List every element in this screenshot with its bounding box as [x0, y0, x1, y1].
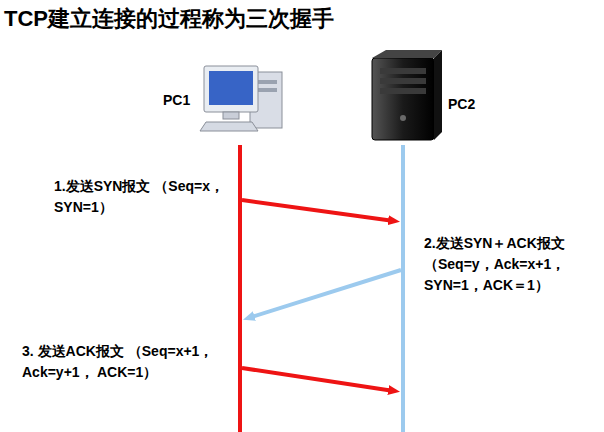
pc-keyboard [200, 122, 258, 131]
pc-monitor [204, 66, 258, 112]
host-node: PC1 [158, 58, 288, 432]
server-top [372, 50, 442, 58]
pc-icon [200, 66, 282, 131]
pc-stand [223, 112, 239, 119]
server-bay [380, 78, 426, 84]
pc-screen [209, 71, 253, 105]
message-label: 3. 发送ACK报文 （Seq=x+1，Ack=y+1， ACK=1） [22, 341, 218, 383]
message-arrow [242, 200, 392, 221]
server-bay [380, 88, 426, 94]
message-label: 2.发送SYN＋ACK报文 （Seq=y，Ack=x+1， SYN=1，ACK＝… [424, 233, 600, 296]
message-arrow [251, 270, 401, 317]
message-label: 1.发送SYN报文 （Seq=x，SYN=1） [54, 176, 232, 218]
server-bay [380, 68, 426, 74]
host-label: PC2 [448, 96, 475, 112]
server-button [400, 115, 406, 121]
server-side [434, 50, 442, 140]
lifeline [238, 145, 242, 432]
server-body [372, 58, 434, 140]
message-arrow [242, 368, 392, 391]
server-icon [372, 50, 442, 140]
host-label: PC1 [163, 92, 190, 108]
lifeline [401, 145, 405, 432]
diagram-title: TCP建立连接的过程称为三次握手 [4, 4, 334, 34]
